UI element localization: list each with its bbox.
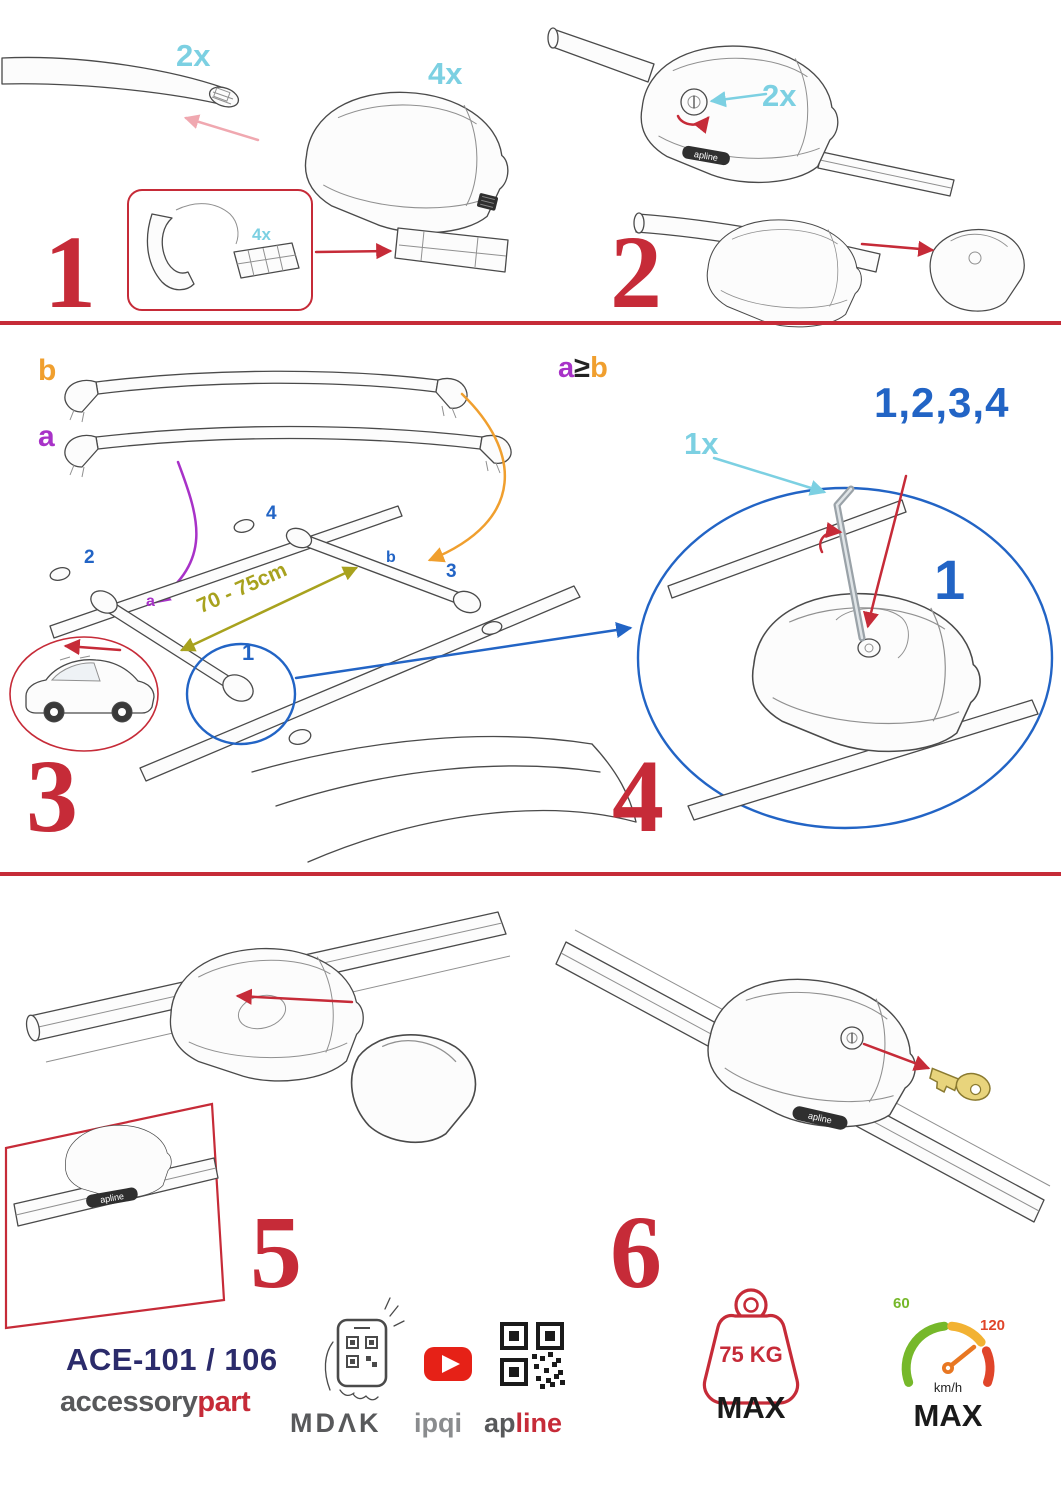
foot-logo-text: apline xyxy=(693,149,718,163)
end-cap-drawing xyxy=(929,228,1025,312)
step2-illustration: apline xyxy=(547,27,1025,328)
tightening-sequence: 1,2,3,4 xyxy=(874,379,1010,426)
step4-number: 4 xyxy=(612,739,664,854)
brand-red: part xyxy=(197,1386,251,1418)
roof-overview-drawing xyxy=(49,505,637,863)
speed-high-value: 120 xyxy=(980,1317,1006,1334)
max-weight-value: 75 KG xyxy=(719,1342,783,1367)
magnified-view-circle xyxy=(636,486,1054,830)
cap-insert-arrow xyxy=(860,240,935,257)
step1-pad-quantity: 4x xyxy=(252,225,271,244)
speed-low-value: 60 xyxy=(893,1295,910,1312)
bar-b-label: b xyxy=(38,354,57,387)
crossbar-b-drawing xyxy=(64,370,468,423)
foot-logo-band: apline xyxy=(86,1187,138,1208)
section-divider xyxy=(0,321,1061,325)
rule-b: b xyxy=(590,352,608,384)
allen-key-drawing xyxy=(833,485,866,642)
installed-foot-inset: apline xyxy=(4,1102,226,1330)
tool-quantity-arrow xyxy=(712,456,827,496)
car-direction-inset xyxy=(9,636,159,752)
length-rule: a≥b xyxy=(558,354,608,383)
roof-position-2: 2 xyxy=(84,547,95,568)
pad-to-base-arrow xyxy=(314,243,393,260)
bar-pointer-arrow xyxy=(183,114,260,142)
rubber-pad-inset xyxy=(127,189,313,311)
first-position: 1 xyxy=(934,548,966,611)
key-insert-arrow xyxy=(862,1042,931,1071)
qr-code-icon xyxy=(500,1322,565,1389)
key-rotation-arrow xyxy=(819,522,843,554)
foot-logo-text: apline xyxy=(99,1191,124,1205)
crossbar-drawing xyxy=(1,56,240,108)
foot-assembly-drawing xyxy=(304,91,509,273)
speed-unit-label: km/h xyxy=(933,1380,963,1395)
partner-ipqi-label: ipqi xyxy=(414,1408,462,1438)
tool-quantity: 1x xyxy=(684,426,719,461)
youtube-icon xyxy=(424,1347,472,1381)
speed-limit-gauge-icon xyxy=(901,1321,995,1387)
step1-number: 1 xyxy=(44,215,96,330)
step1-illustration xyxy=(1,56,509,311)
bar-b-position-arrow xyxy=(427,392,507,563)
step1-bar-quantity: 2x xyxy=(176,38,211,73)
bar-distance-arrow xyxy=(179,566,359,652)
roof-position-1: 1 xyxy=(242,640,255,665)
step5-number: 5 xyxy=(250,1195,302,1310)
step1-foot-quantity: 4x xyxy=(428,56,463,91)
step2-number: 2 xyxy=(610,215,662,330)
partner-apline-label: apline xyxy=(484,1410,562,1437)
roof-position-3: 3 xyxy=(446,561,457,582)
cover-cap-drawing xyxy=(344,1027,481,1150)
phone-scan-icon xyxy=(324,1297,405,1401)
partner-mdak-label: MDΛK xyxy=(290,1408,382,1438)
foot-with-lock-drawing: apline xyxy=(547,27,955,197)
driving-direction-arrow xyxy=(63,638,122,656)
apline-red: line xyxy=(515,1408,563,1438)
roof-b-label: b xyxy=(386,549,396,566)
step6-illustration: apline xyxy=(555,929,1051,1223)
position1-highlight-circle xyxy=(185,642,297,746)
detail-view-arrow xyxy=(294,622,633,680)
step5-illustration: apline xyxy=(4,911,511,1330)
foot-logo-band: apline xyxy=(792,1106,848,1130)
foot-on-bar-drawing xyxy=(633,212,1025,328)
cap-attach-arrow xyxy=(235,988,354,1005)
clamp-bolt xyxy=(857,638,881,658)
tighten-sequence-arrow xyxy=(862,474,908,629)
step2-lock-quantity: 2x xyxy=(762,78,797,113)
crossbar-a-drawing xyxy=(64,425,512,478)
brand-logo: accessorypart xyxy=(60,1386,251,1418)
apline-gray: ap xyxy=(484,1408,516,1438)
step3-illustration xyxy=(9,370,637,863)
step4-illustration xyxy=(636,456,1054,830)
model-code: ACE-101 / 106 xyxy=(66,1342,278,1377)
roof-position-4: 4 xyxy=(266,503,277,524)
foot-logo-band: apline xyxy=(682,145,730,166)
key-drawing xyxy=(929,1067,991,1101)
rule-a: a xyxy=(558,352,575,384)
section-divider xyxy=(0,872,1061,876)
brand-gray: accessory xyxy=(60,1386,198,1418)
step3-number: 3 xyxy=(26,739,78,854)
bar-a-label: a xyxy=(38,420,55,453)
rubber-pad-drawing xyxy=(233,242,300,279)
max-weight-icon xyxy=(702,1288,800,1405)
max-speed-label: MAX xyxy=(913,1398,983,1433)
lock-turn-arrow xyxy=(676,114,710,134)
footer-icons xyxy=(324,1288,995,1405)
max-weight-label: MAX xyxy=(716,1390,786,1425)
lock-quantity-arrow xyxy=(709,91,768,108)
roof-a-label: a xyxy=(146,593,155,610)
rule-operator: ≥ xyxy=(574,352,591,384)
step6-number: 6 xyxy=(610,1195,662,1310)
